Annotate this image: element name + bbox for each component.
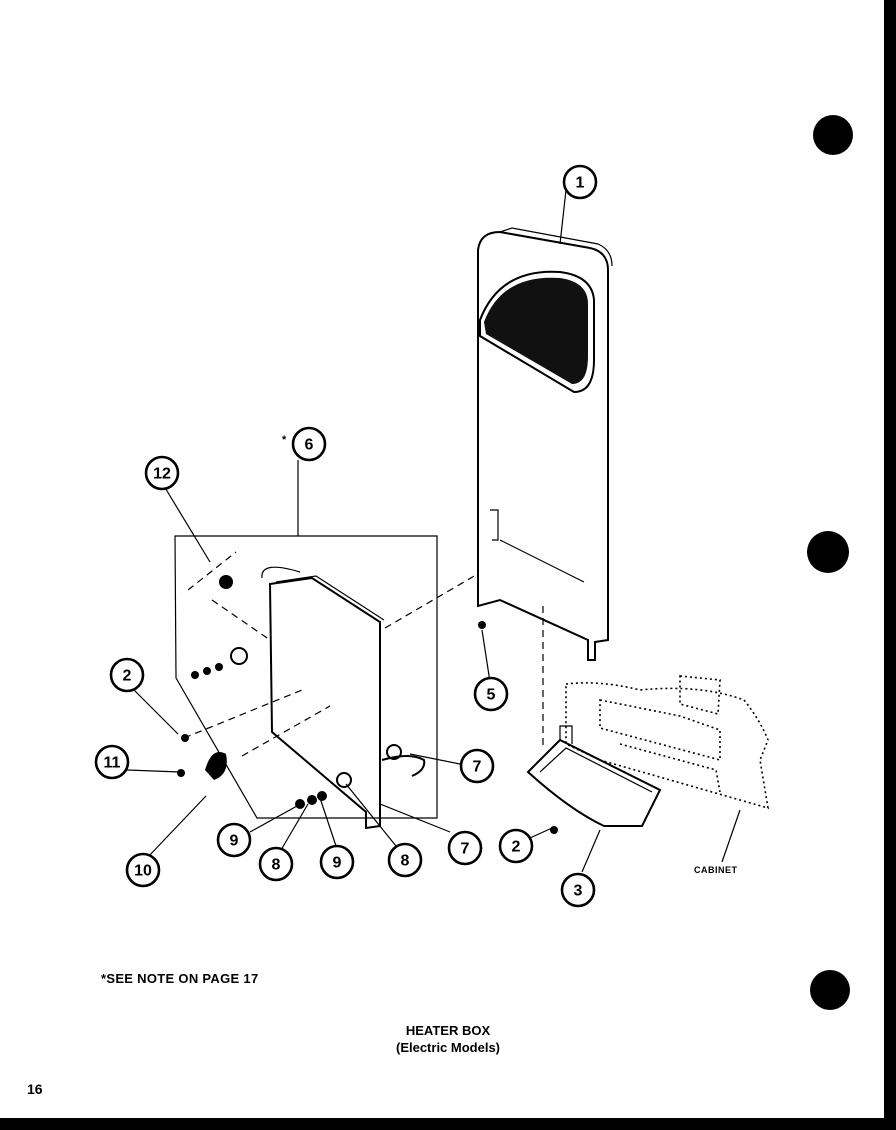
svg-text:5: 5 xyxy=(487,687,496,704)
heater-element-assembly xyxy=(261,566,426,830)
callout-11: 11 xyxy=(94,744,130,780)
punch-hole-top xyxy=(813,115,853,155)
front-panel-part-1 xyxy=(477,227,613,661)
callout-9-left: 9 xyxy=(216,822,252,858)
assembly-guide-lines xyxy=(183,551,544,757)
svg-text:7: 7 xyxy=(473,759,482,776)
callout-12: 12 xyxy=(144,455,180,491)
svg-text:7: 7 xyxy=(461,841,470,858)
callout-10: 10 xyxy=(125,852,161,888)
svg-text:8: 8 xyxy=(401,853,410,870)
svg-text:6: 6 xyxy=(305,437,314,454)
callout-7-lower: 7 xyxy=(447,830,483,866)
svg-text:10: 10 xyxy=(134,863,152,880)
callout-2-left: 2 xyxy=(109,657,145,693)
callout-3: 3 xyxy=(560,872,596,908)
svg-text:11: 11 xyxy=(104,755,121,772)
asterisk-mark: * xyxy=(282,434,287,446)
drawing-sheet xyxy=(0,0,884,1118)
callout-9-right: 9 xyxy=(319,844,355,880)
cabinet-label: CABINET xyxy=(694,865,738,875)
heater-bracket-outline-6 xyxy=(174,460,438,819)
svg-text:8: 8 xyxy=(272,857,281,874)
note-text: *SEE NOTE ON PAGE 17 xyxy=(101,971,259,986)
svg-text:2: 2 xyxy=(123,668,132,685)
svg-text:9: 9 xyxy=(230,833,239,850)
cabinet xyxy=(565,675,769,810)
svg-text:1: 1 xyxy=(576,175,585,192)
punch-hole-middle xyxy=(807,531,849,573)
leader-lines xyxy=(126,189,741,873)
svg-text:3: 3 xyxy=(574,883,583,900)
svg-text:9: 9 xyxy=(333,855,342,872)
svg-text:2: 2 xyxy=(512,839,521,856)
cabinet-bracket-part-3 xyxy=(526,725,662,827)
callout-8-right: 8 xyxy=(387,842,423,878)
callout-2-right: 2 xyxy=(498,828,534,864)
diagram-subtitle: (Electric Models) xyxy=(395,1040,501,1055)
callout-5: 5 xyxy=(473,676,509,712)
callout-1: 1 xyxy=(562,164,598,200)
callout-8-left: 8 xyxy=(258,846,294,882)
page-number: 16 xyxy=(27,1081,43,1097)
diagram-title: HEATER BOX xyxy=(405,1023,491,1038)
svg-text:12: 12 xyxy=(153,466,171,483)
punch-hole-bottom xyxy=(810,970,850,1010)
callout-7-upper: 7 xyxy=(459,748,495,784)
hardware-parts xyxy=(177,575,558,834)
callout-6: 6 xyxy=(291,426,327,462)
